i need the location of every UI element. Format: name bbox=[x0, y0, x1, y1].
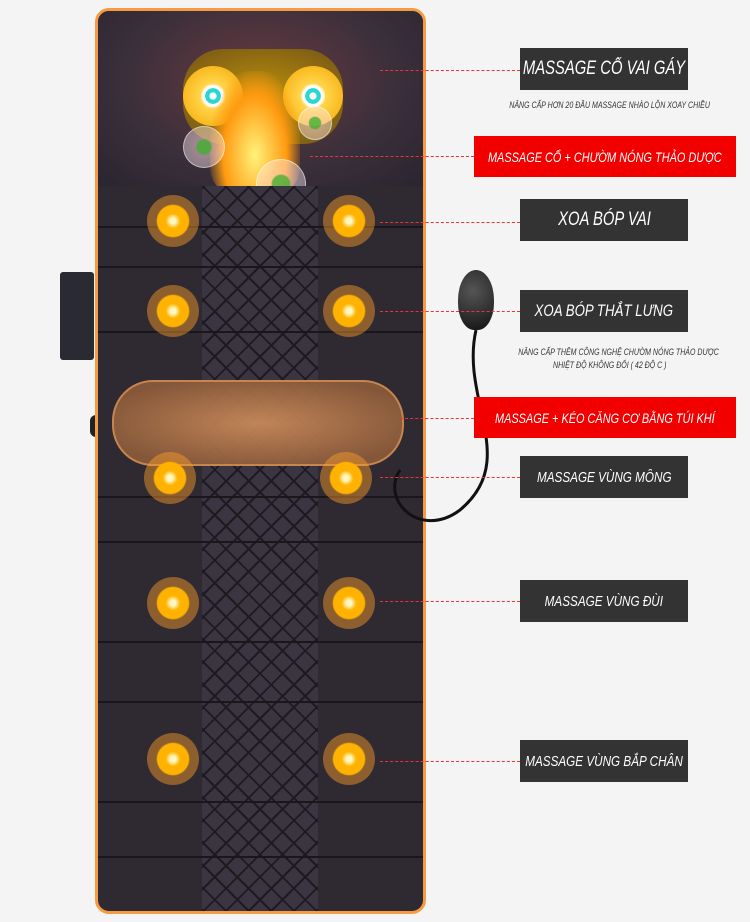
label-shoulder-text: XOA BÓP VAI bbox=[557, 209, 651, 230]
label-calves: MASSAGE VÙNG BẮP CHÂN bbox=[520, 740, 688, 782]
massage-node bbox=[147, 577, 199, 629]
mat-seam bbox=[98, 331, 423, 333]
label-waist-text: XOA BÓP THẮT LƯNG bbox=[534, 301, 674, 320]
quilted-center-strip bbox=[202, 186, 318, 911]
massage-node bbox=[323, 285, 375, 337]
mat-seam bbox=[98, 701, 423, 703]
label-shoulder: XOA BÓP VAI bbox=[520, 199, 688, 241]
massage-node bbox=[147, 285, 199, 337]
pointer-line bbox=[380, 222, 520, 223]
upgrade-note: NÂNG CẤP HƠN 20 ĐẦU MASSAGE NHÀO LỘN XOA… bbox=[480, 100, 740, 111]
pointer-line bbox=[380, 601, 520, 602]
airbag-pillow bbox=[112, 380, 404, 466]
pointer-line bbox=[380, 477, 520, 478]
label-thighs: MASSAGE VÙNG ĐÙI bbox=[520, 580, 688, 622]
air-pump-bulb bbox=[458, 270, 494, 330]
mat-seam bbox=[98, 496, 423, 498]
herbal-note-2-text: NHIỆT ĐỘ KHÔNG ĐỔI ( 42 ĐỘ C ) bbox=[553, 360, 667, 370]
massage-node bbox=[320, 452, 372, 504]
pointer-line bbox=[380, 70, 520, 71]
mat-seam bbox=[98, 856, 423, 858]
herb-icon bbox=[183, 126, 225, 168]
label-thighs-text: MASSAGE VÙNG ĐÙI bbox=[544, 592, 664, 610]
herbal-note-1-text: NÂNG CẤP THÊM CÔNG NGHỆ CHƯỜM NÓNG THẢO … bbox=[518, 347, 719, 357]
mat-seam bbox=[98, 226, 423, 228]
pointer-line bbox=[310, 156, 474, 157]
massage-node bbox=[147, 195, 199, 247]
label-hips-text: MASSAGE VÙNG MÔNG bbox=[536, 468, 672, 486]
label-hips: MASSAGE VÙNG MÔNG bbox=[520, 456, 688, 498]
upgrade-note-text: NÂNG CẤP HƠN 20 ĐẦU MASSAGE NHÀO LỘN XOA… bbox=[509, 100, 711, 110]
label-neck-shoulder-text: MASSAGE CỔ VAI GÁY bbox=[522, 58, 686, 79]
herbal-note-2: NHIỆT ĐỘ KHÔNG ĐỔI ( 42 ĐỘ C ) bbox=[490, 360, 730, 371]
label-calves-text: MASSAGE VÙNG BẮP CHÂN bbox=[525, 752, 683, 770]
label-airbag: MASSAGE + KÉO CĂNG CƠ BẰNG TÚI KHÍ bbox=[474, 397, 736, 438]
massage-node bbox=[323, 195, 375, 247]
remote-holder bbox=[60, 272, 94, 360]
herbal-note-1: NÂNG CẤP THÊM CÔNG NGHỆ CHƯỜM NÓNG THẢO … bbox=[490, 347, 730, 358]
mat-seam bbox=[98, 641, 423, 643]
mat-seam bbox=[98, 541, 423, 543]
massage-node bbox=[144, 452, 196, 504]
mat-seam bbox=[98, 266, 423, 268]
massage-node bbox=[323, 577, 375, 629]
herb-icon bbox=[298, 106, 332, 140]
label-airbag-text: MASSAGE + KÉO CĂNG CƠ BẰNG TÚI KHÍ bbox=[495, 409, 715, 426]
air-hose bbox=[393, 329, 489, 523]
label-neck-herbal: MASSAGE CỔ + CHƯỜM NÓNG THẢO DƯỢC bbox=[474, 136, 736, 177]
label-waist: XOA BÓP THẮT LƯNG bbox=[520, 290, 688, 332]
massage-node bbox=[147, 733, 199, 785]
pointer-line bbox=[400, 418, 474, 419]
label-neck-shoulder: MASSAGE CỔ VAI GÁY bbox=[520, 48, 688, 90]
pointer-line bbox=[380, 311, 520, 312]
massage-node bbox=[323, 733, 375, 785]
pointer-line bbox=[380, 761, 520, 762]
mat-seam bbox=[98, 801, 423, 803]
label-neck-herbal-text: MASSAGE CỔ + CHƯỜM NÓNG THẢO DƯỢC bbox=[488, 148, 722, 165]
